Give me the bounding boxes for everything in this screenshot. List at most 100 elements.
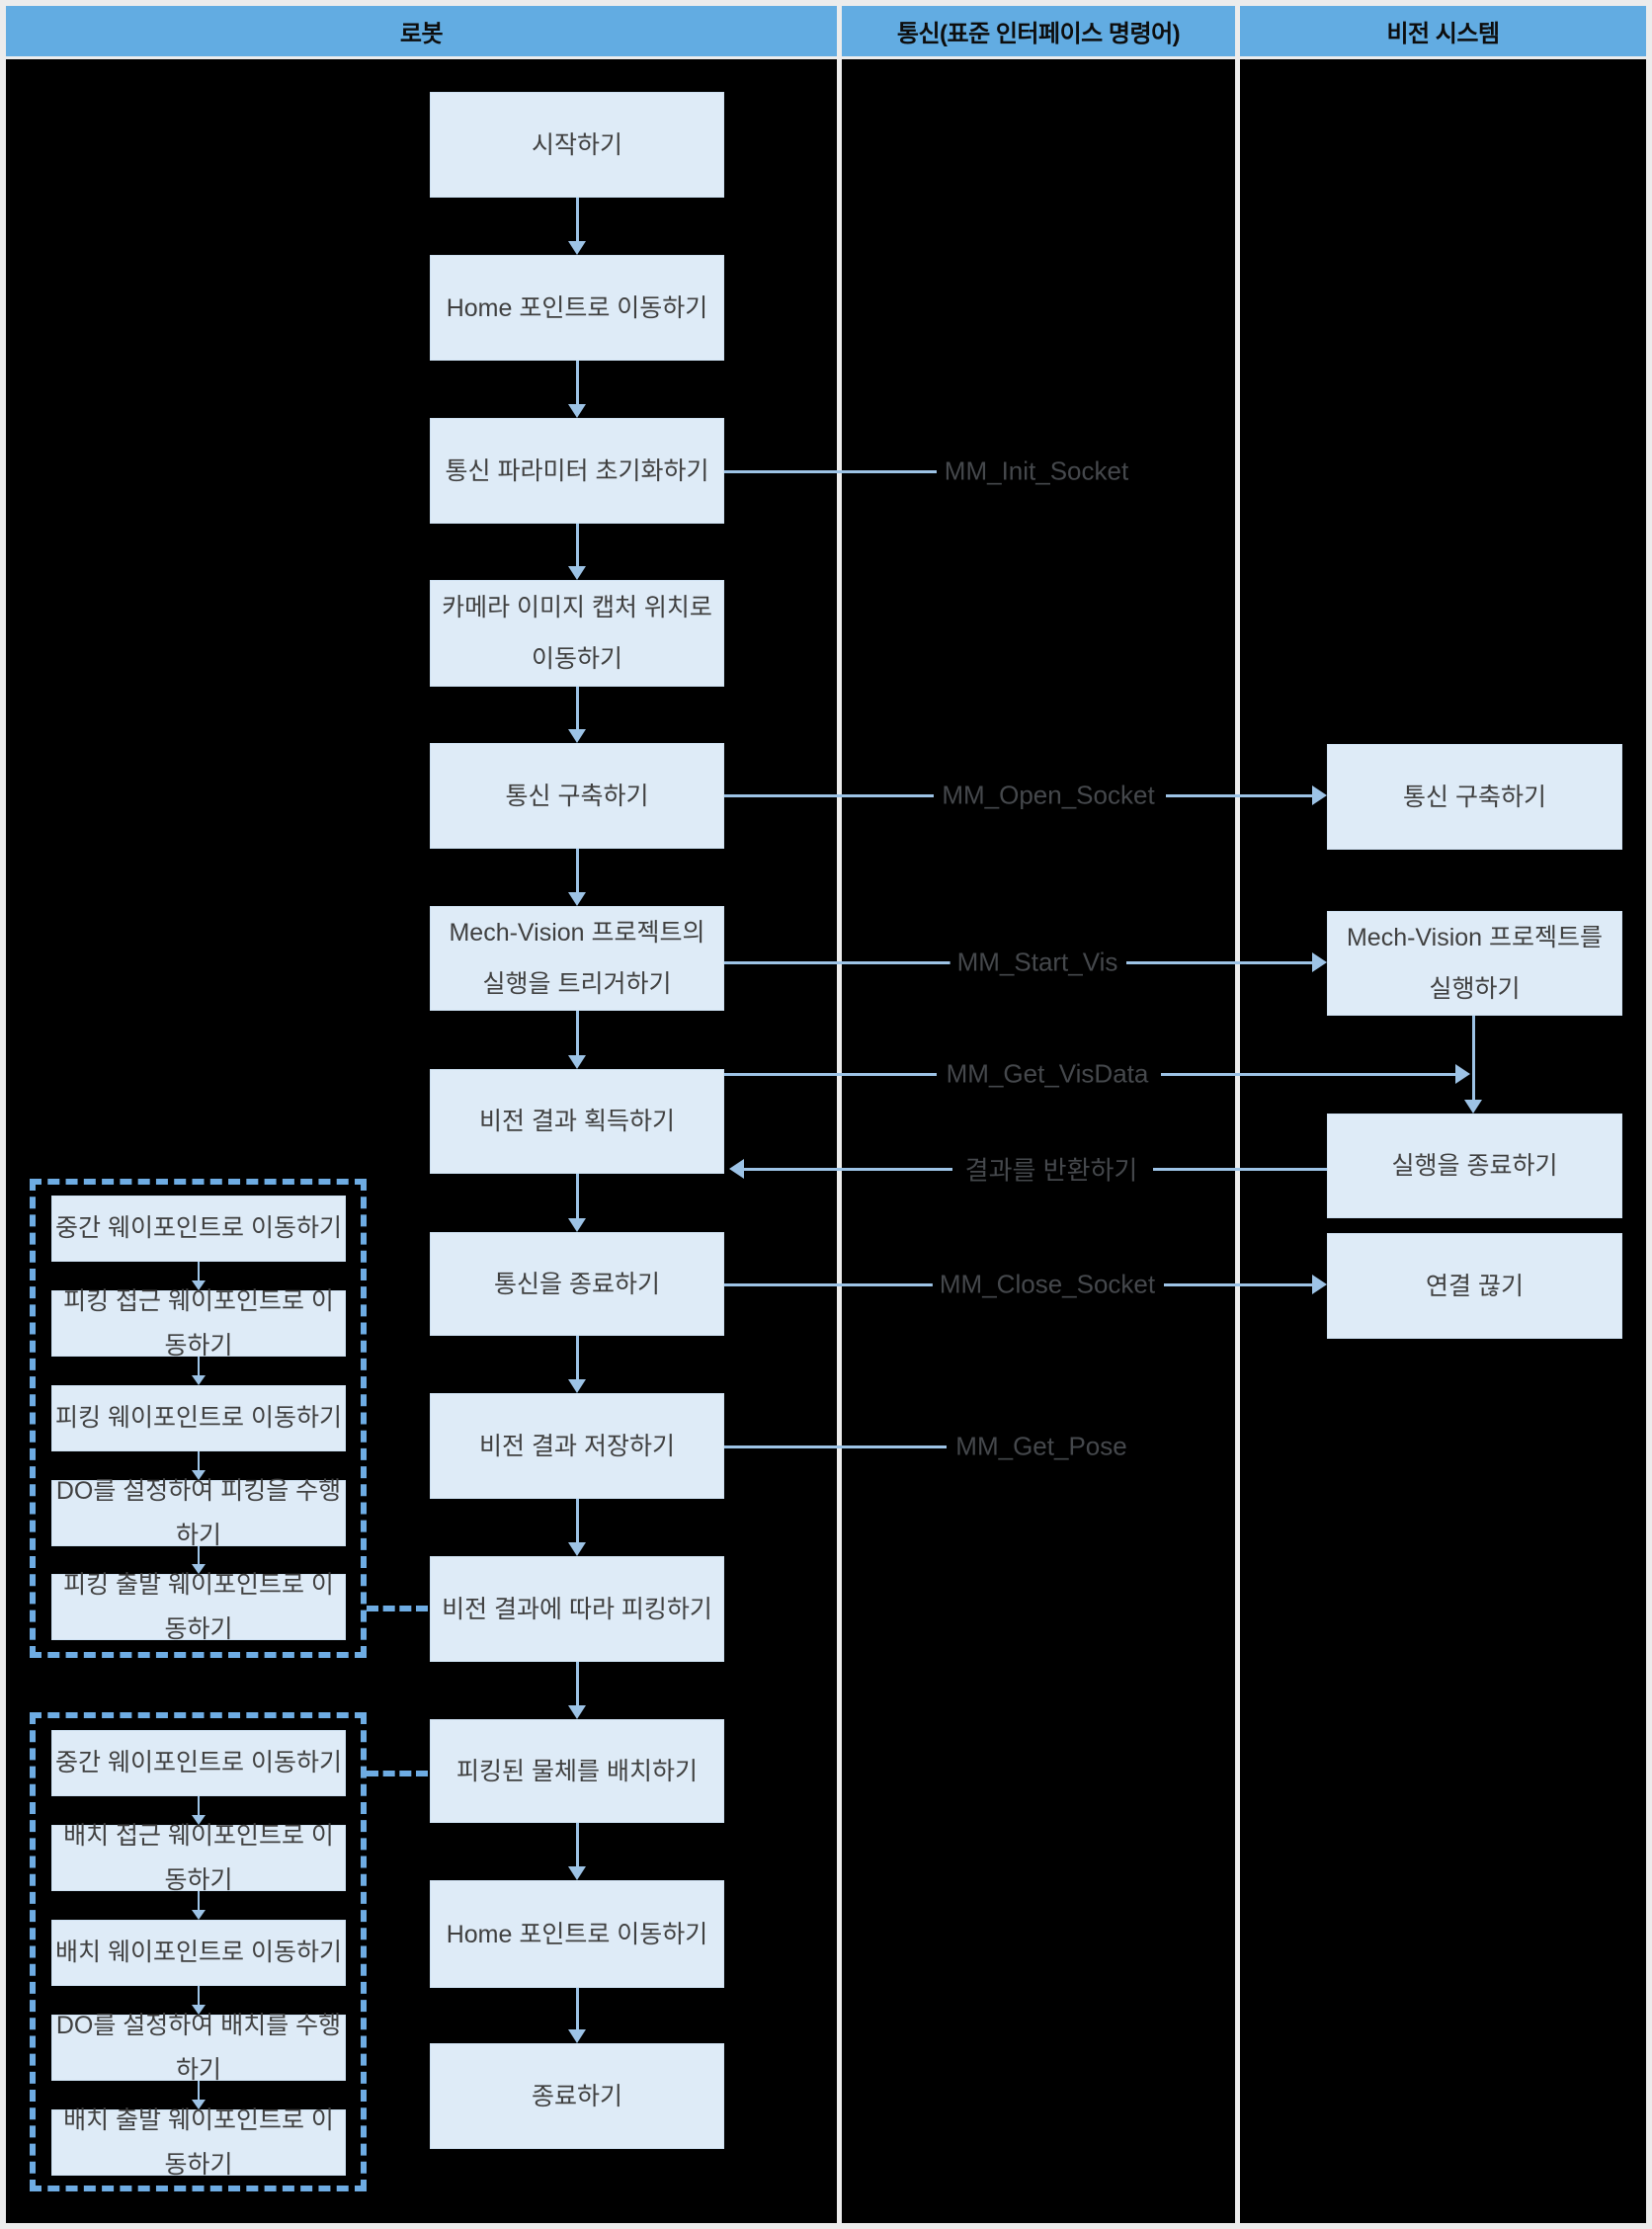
connector-line [1126, 961, 1314, 964]
flow-arrowhead-down [568, 892, 586, 906]
connector-line [1153, 1168, 1327, 1171]
lane-header-communication: 통신(표준 인터페이스 명령어) [842, 6, 1235, 56]
arrowhead-left [729, 1159, 744, 1179]
connector-line [724, 1283, 933, 1286]
arrowhead-right [1455, 1064, 1470, 1084]
lane-divider-robot-comm [837, 6, 842, 2223]
flow-arrowhead-down [568, 1542, 586, 1556]
arrowhead-right [1312, 785, 1327, 805]
flow-arrow-line [576, 1662, 579, 1706]
robot-step-home-1: Home 포인트로 이동하기 [430, 255, 724, 361]
group-arrowhead-down [192, 1815, 206, 1825]
connector-line [724, 470, 937, 473]
robot-step-get-vis: 비전 결과 획득하기 [430, 1069, 724, 1174]
robot-step-start: 시작하기 [430, 92, 724, 198]
command-label-2: MM_Start_Vis [950, 947, 1125, 978]
group-border-place-waypoints [30, 1712, 367, 2191]
connector-line [1164, 1283, 1314, 1286]
command-label-5: MM_Close_Socket [932, 1269, 1163, 1300]
connector-line [1161, 1073, 1455, 1076]
vision-step-v-finish: 실행을 종료하기 [1327, 1114, 1622, 1218]
arrowhead-down [1464, 1100, 1482, 1114]
group-arrow-line [198, 1986, 200, 2006]
group-step-pick-waypoints-3: DO를 설정하여 피킹을 수행하기 [51, 1477, 346, 1549]
group-arrowhead-down [192, 1280, 206, 1290]
flow-arrowhead-down [568, 404, 586, 418]
flow-arrowhead-down [568, 2029, 586, 2043]
connector-line [1472, 1016, 1475, 1101]
command-label-1: MM_Open_Socket [935, 780, 1162, 811]
group-step-pick-waypoints-0: 중간 웨이포인트로 이동하기 [51, 1196, 346, 1262]
flow-arrow-line [576, 524, 579, 567]
command-label-0: MM_Init_Socket [937, 455, 1136, 487]
flow-arrow-line [576, 687, 579, 730]
robot-step-pick: 비전 결과에 따라 피킹하기 [430, 1556, 724, 1662]
group-step-pick-waypoints-2: 피킹 웨이포인트로 이동하기 [51, 1385, 346, 1451]
command-label-6: MM_Get_Pose [949, 1431, 1134, 1462]
group-step-place-waypoints-1: 배치 접근 웨이포인트로 이동하기 [51, 1822, 346, 1894]
group-arrowhead-down [192, 1375, 206, 1385]
flow-arrowhead-down [568, 1379, 586, 1393]
connector-line [744, 1168, 952, 1171]
flow-arrowhead-down [568, 729, 586, 743]
flow-arrow-line [576, 1988, 579, 2030]
group-arrowhead-down [192, 1470, 206, 1480]
connector-line [724, 961, 950, 964]
connector-line [1166, 794, 1314, 797]
group-connector-pick-waypoints [367, 1606, 428, 1611]
header-underline [6, 56, 1646, 59]
robot-step-home-2: Home 포인트로 이동하기 [430, 1880, 724, 1988]
flow-arrowhead-down [568, 241, 586, 255]
robot-step-place: 피킹된 물체를 배치하기 [430, 1719, 724, 1823]
flow-arrow-line [576, 1336, 579, 1380]
robot-step-close-comm: 통신을 종료하기 [430, 1232, 724, 1336]
flow-arrowhead-down [568, 1218, 586, 1232]
command-label-4: 결과를 반환하기 [957, 1150, 1145, 1188]
group-connector-place-waypoints [367, 1771, 428, 1776]
flow-arrow-line [576, 1499, 579, 1543]
connector-line [724, 794, 934, 797]
group-border-pick-waypoints [30, 1179, 367, 1658]
robot-step-end: 종료하기 [430, 2043, 724, 2149]
connector-line [724, 1073, 937, 1076]
group-arrowhead-down [192, 1564, 206, 1574]
group-arrow-line [198, 1451, 200, 1471]
group-step-place-waypoints-3: DO를 설정하여 배치를 수행하기 [51, 2012, 346, 2084]
robot-step-save-vis: 비전 결과 저장하기 [430, 1393, 724, 1499]
group-step-pick-waypoints-4: 피킹 출발 웨이포인트로 이동하기 [51, 1571, 346, 1643]
flow-arrowhead-down [568, 1866, 586, 1880]
vision-step-v-disconnect: 연결 끊기 [1327, 1233, 1622, 1339]
vision-step-v-open: 통신 구축하기 [1327, 744, 1622, 850]
group-arrow-line [198, 1546, 200, 1565]
group-arrow-line [198, 1796, 200, 1816]
group-arrow-line [198, 1891, 200, 1911]
robot-step-init-params: 통신 파라미터 초기화하기 [430, 418, 724, 524]
arrowhead-right [1312, 952, 1327, 972]
group-arrow-line [198, 1262, 200, 1281]
vision-step-v-run: Mech-Vision 프로젝트를 실행하기 [1327, 911, 1622, 1016]
group-arrow-line [198, 2081, 200, 2101]
flow-arrowhead-down [568, 1705, 586, 1719]
group-step-place-waypoints-0: 중간 웨이포인트로 이동하기 [51, 1730, 346, 1796]
flow-arrow-line [576, 1823, 579, 1867]
command-label-3: MM_Get_VisData [939, 1058, 1156, 1090]
connector-line [724, 1445, 947, 1448]
robot-step-open-comm: 통신 구축하기 [430, 743, 724, 849]
lane-header-vision-system: 비전 시스템 [1240, 6, 1646, 56]
lane-divider-comm-vision [1235, 6, 1240, 2223]
group-step-pick-waypoints-1: 피킹 접근 웨이포인트로 이동하기 [51, 1287, 346, 1360]
robot-step-camera-pos: 카메라 이미지 캡처 위치로 이동하기 [430, 580, 724, 687]
flow-arrow-line [576, 1174, 579, 1219]
flow-arrowhead-down [568, 1055, 586, 1069]
robot-step-trigger-vis: Mech-Vision 프로젝트의 실행을 트리거하기 [430, 906, 724, 1011]
flow-arrow-line [576, 198, 579, 242]
group-step-place-waypoints-2: 배치 웨이포인트로 이동하기 [51, 1920, 346, 1986]
flow-arrowhead-down [568, 566, 586, 580]
flow-arrow-line [576, 361, 579, 405]
arrowhead-right [1312, 1275, 1327, 1294]
lane-header-robot: 로봇 [6, 6, 837, 56]
group-arrowhead-down [192, 2005, 206, 2015]
group-arrow-line [198, 1357, 200, 1376]
